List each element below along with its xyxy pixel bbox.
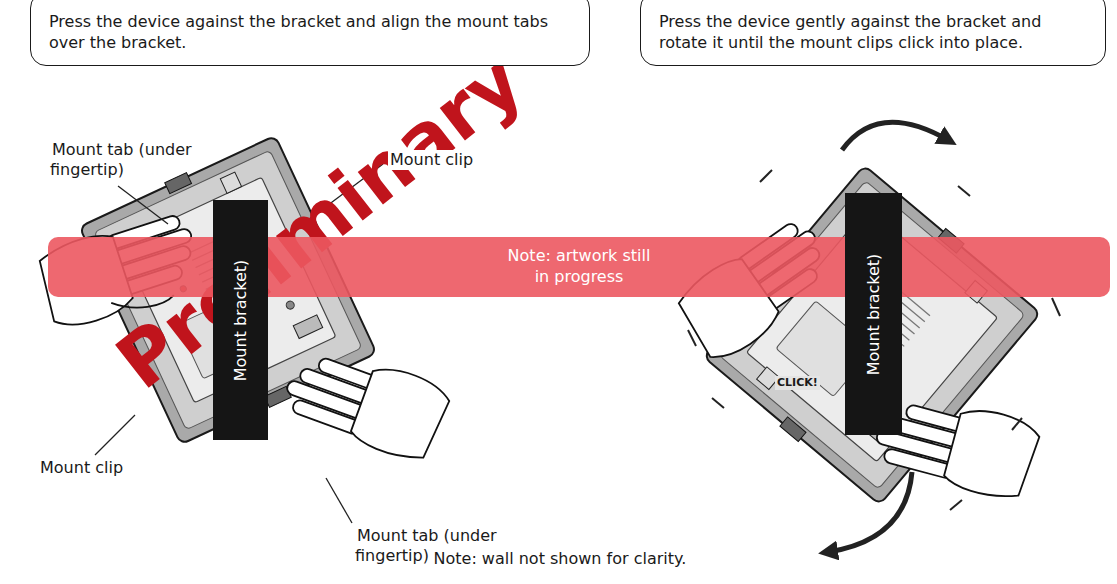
part-label-holder: Mount tab (under fingertip) <box>50 140 215 180</box>
instruction-callout: Press the device against the bracket and… <box>30 0 590 66</box>
motion-mark <box>1052 298 1060 316</box>
motion-mark <box>712 398 724 408</box>
motion-mark <box>950 500 962 510</box>
progress-note-band: Note: artwork still in progress <box>48 237 1110 297</box>
leader-line <box>326 478 352 523</box>
bracket-label: Mount bracket) <box>864 253 883 375</box>
part-label-holder: Mount clip <box>388 150 475 170</box>
sound-cue-holder: CLICK! <box>775 376 820 390</box>
instruction-text: Press the device gently against the brac… <box>659 11 1087 53</box>
mount-bracket: Mount bracket) <box>845 193 902 435</box>
bracket-label: Mount bracket) <box>231 259 250 381</box>
part-label-holder: Mount clip <box>38 458 125 478</box>
instruction-callout: Press the device gently against the brac… <box>640 0 1106 66</box>
part-label: Mount tab (under fingertip) <box>50 140 192 179</box>
part-label: Mount clip <box>38 458 125 478</box>
leader-line <box>118 186 168 224</box>
motion-mark <box>958 186 970 196</box>
note-text: Note: artwork still in progress <box>504 246 654 288</box>
motion-mark <box>760 170 772 182</box>
device-body <box>220 172 241 193</box>
part-label: Mount clip <box>388 150 475 170</box>
hand <box>278 336 454 467</box>
hand <box>348 361 453 466</box>
note-text-holder: Note: wall not shown for clarity. <box>432 549 689 569</box>
device-body <box>780 417 806 442</box>
hand <box>942 404 1042 505</box>
rotation-arrow <box>828 472 912 552</box>
instruction-text: Press the device against the bracket and… <box>49 11 571 53</box>
note-text: Note: wall not shown for clarity. <box>432 549 689 569</box>
mount-bracket: Mount bracket) <box>213 200 268 440</box>
motion-mark <box>688 330 696 346</box>
leader-line <box>95 415 135 455</box>
sound-cue: CLICK! <box>775 376 820 390</box>
motion-mark <box>1012 418 1022 430</box>
rotation-arrow <box>842 122 948 150</box>
device-body <box>165 173 192 194</box>
motion-mark <box>688 170 1060 510</box>
device-body <box>293 315 322 339</box>
